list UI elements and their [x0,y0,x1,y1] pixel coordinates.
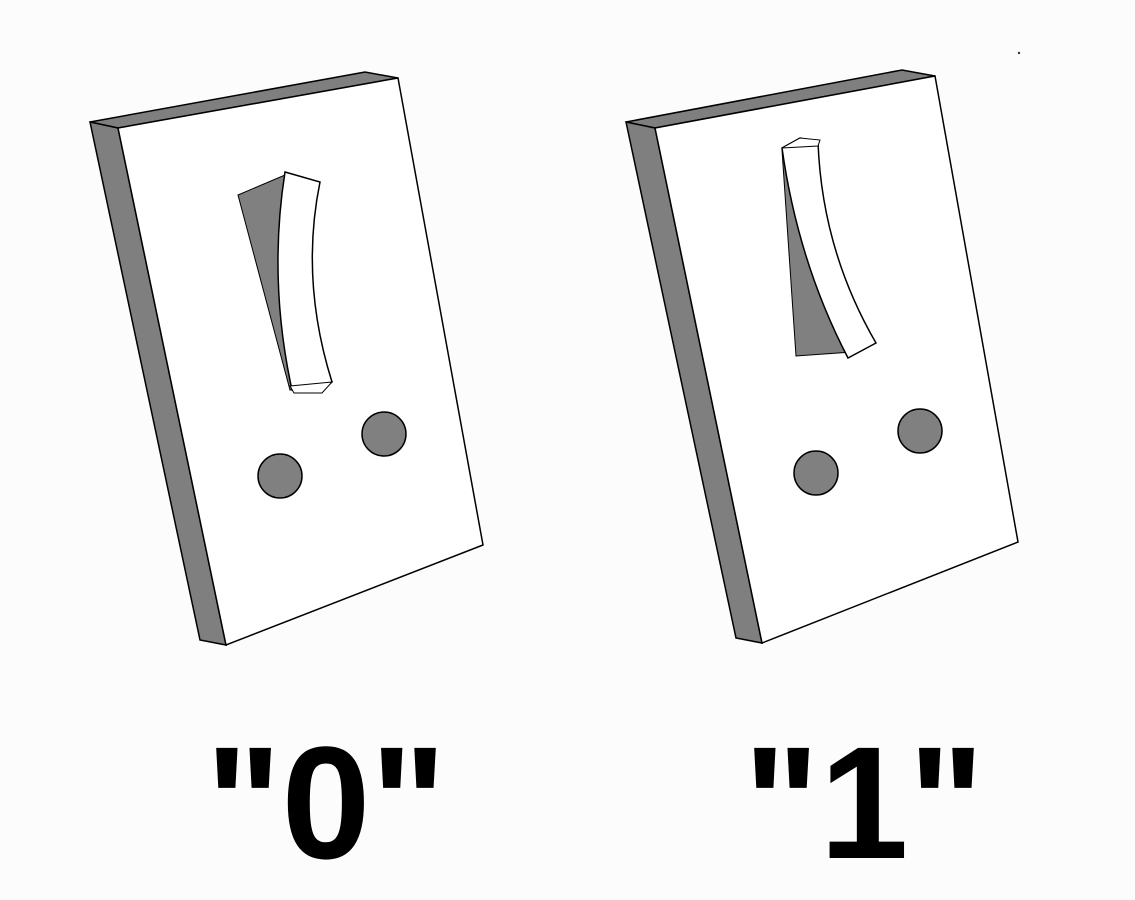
switch-on-label: "1" [744,713,985,892]
rocker-bottom-edge [289,381,334,394]
rocker-face [781,137,878,360]
rocker-top-edge [781,137,821,149]
plate-face [654,75,1019,645]
terminal-right [361,411,407,457]
speck [1017,51,1021,55]
terminal-right [897,408,943,454]
switch-off: "0" [89,71,484,892]
terminal-left [793,450,839,496]
switch-off-label: "0" [206,713,447,892]
terminal-left [257,453,303,499]
switch-on: "1" [625,69,1019,892]
